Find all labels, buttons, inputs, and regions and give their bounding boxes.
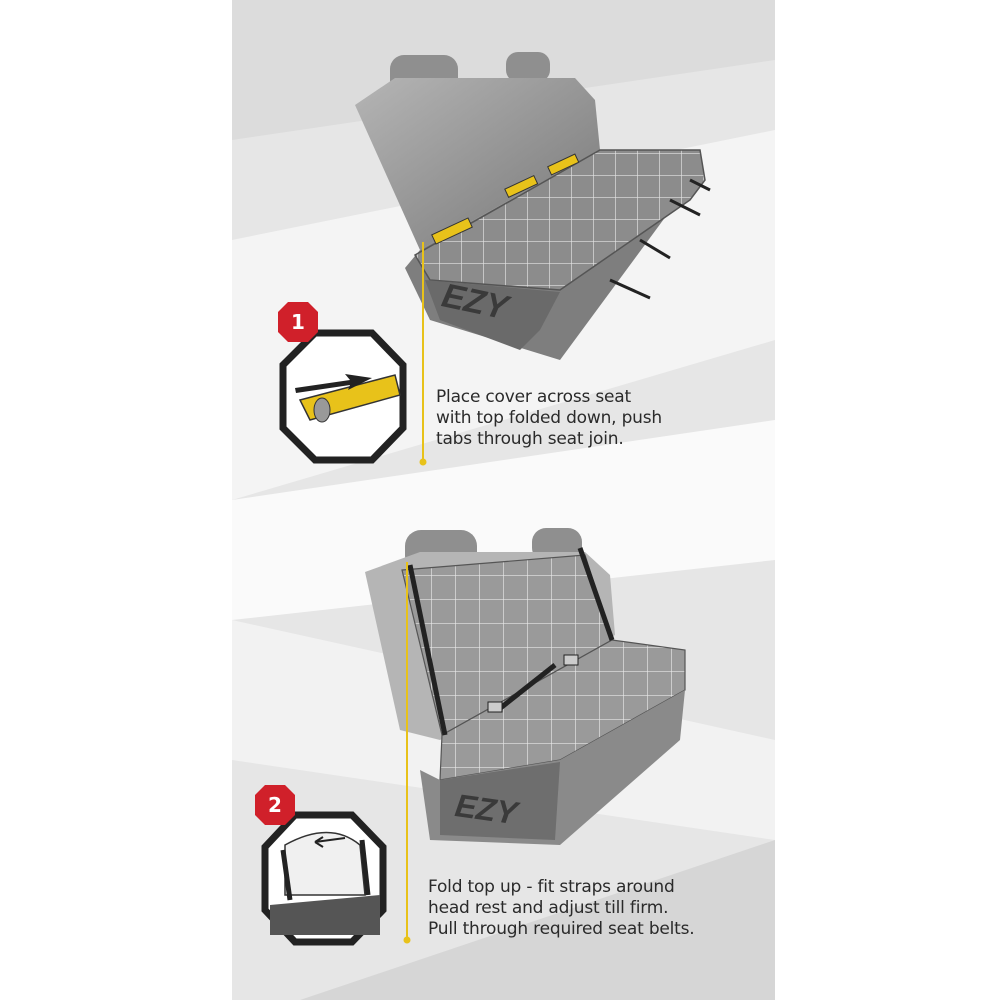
step2-seat-illustration: EZY xyxy=(365,528,686,845)
step2-badge-number: 2 xyxy=(268,793,282,817)
step1-seat-illustration: EZY xyxy=(355,52,711,360)
caption-line: Place cover across seat xyxy=(436,387,631,407)
step2-badge xyxy=(255,785,295,825)
step1-badge-number: 1 xyxy=(291,310,305,334)
caption-line: Pull through required seat belts. xyxy=(428,919,695,939)
step1-badge xyxy=(278,302,318,342)
caption-line: Fold top up - fit straps around xyxy=(428,877,675,897)
step1-detail-inset xyxy=(279,329,407,464)
step1-caption: Place cover across seat with top folded … xyxy=(436,387,662,450)
caption-line: tabs through seat join. xyxy=(436,429,624,449)
caption-line: head rest and adjust till firm. xyxy=(428,898,669,918)
step1-pointer-line xyxy=(419,242,427,466)
svg-text:EZY: EZY xyxy=(453,787,522,832)
step2-caption: Fold top up - fit straps around head res… xyxy=(428,877,695,940)
step2-detail-inset xyxy=(261,811,387,946)
caption-line: with top folded down, push xyxy=(436,408,662,428)
step2-pointer-line xyxy=(403,562,411,944)
